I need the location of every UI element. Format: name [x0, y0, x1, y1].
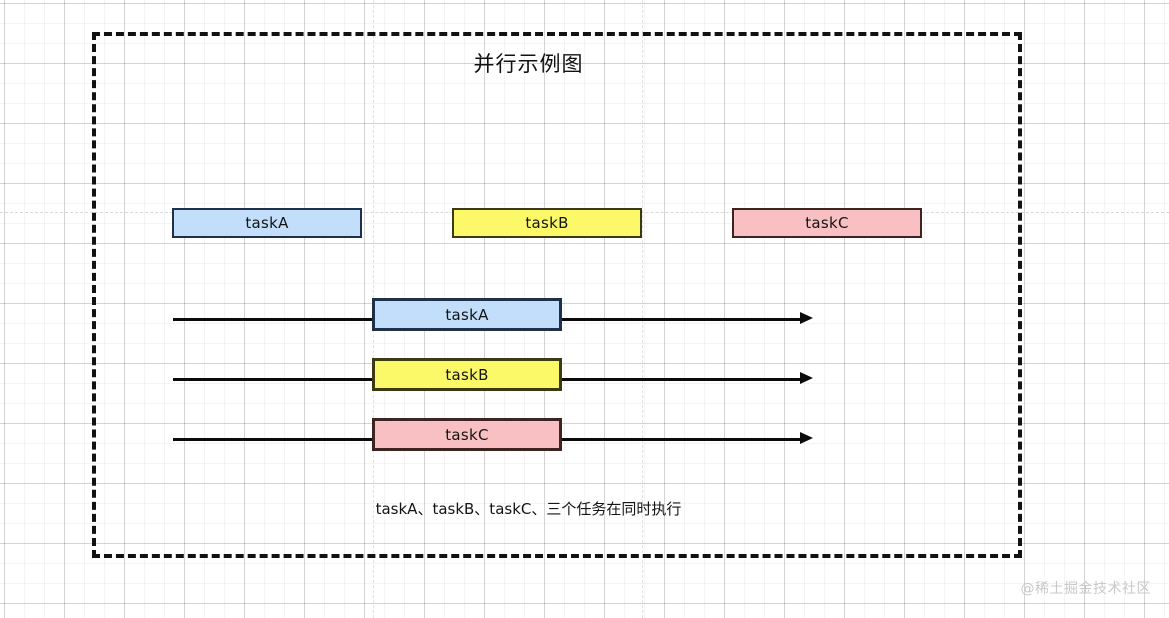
diagram-caption-text: taskA、taskB、taskC、三个任务在同时执行	[375, 500, 682, 518]
page-title: 并行示例图	[0, 48, 1169, 78]
diagram-frame	[92, 32, 1022, 558]
legend-label-taskC: taskC	[805, 214, 849, 232]
guide-line-vertical-right	[642, 0, 643, 618]
timeline-arrowhead-taskA	[800, 312, 813, 324]
timeline-block-taskB: taskB	[372, 358, 562, 391]
timeline-label-taskA: taskA	[445, 305, 489, 324]
legend-item-taskB: taskB	[452, 208, 642, 238]
timeline-block-taskA: taskA	[372, 298, 562, 331]
timeline-arrowhead-taskB	[800, 372, 813, 384]
legend-item-taskA: taskA	[172, 208, 362, 238]
diagram-caption: taskA、taskB、taskC、三个任务在同时执行	[0, 498, 1169, 519]
timeline-block-taskC: taskC	[372, 418, 562, 451]
legend-label-taskA: taskA	[245, 214, 289, 232]
timeline-arrowhead-taskC	[800, 432, 813, 444]
timeline-label-taskB: taskB	[445, 365, 489, 384]
watermark: @稀土掘金技术社区	[1020, 581, 1151, 597]
legend-label-taskB: taskB	[525, 214, 569, 232]
page-title-text: 并行示例图	[473, 52, 584, 76]
timeline-label-taskC: taskC	[445, 425, 489, 444]
legend-item-taskC: taskC	[732, 208, 922, 238]
